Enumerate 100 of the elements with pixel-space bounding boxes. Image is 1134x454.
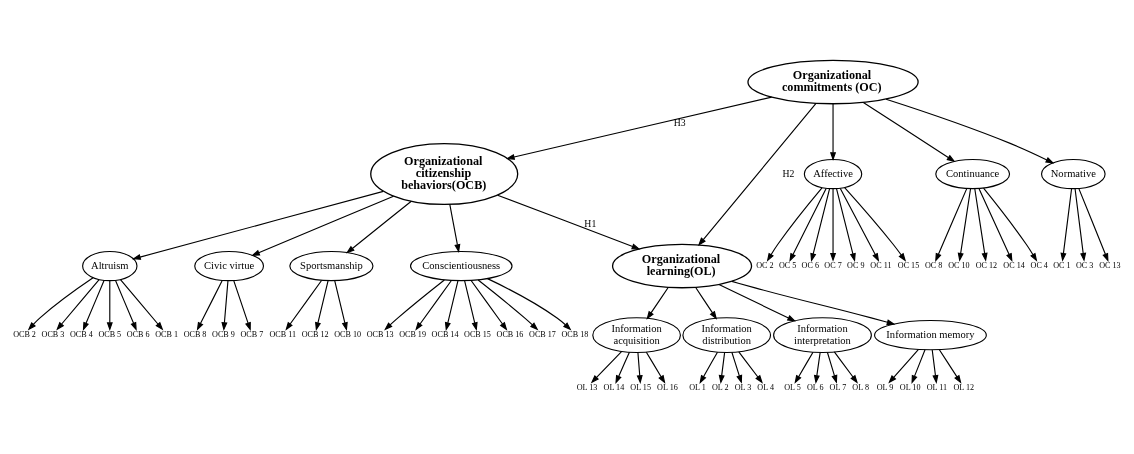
arrow <box>844 187 907 262</box>
arrow <box>615 351 630 384</box>
arrow <box>132 190 384 260</box>
arrow <box>931 349 939 384</box>
arrow <box>1078 188 1109 262</box>
arrow <box>221 280 229 332</box>
arrow <box>731 280 896 326</box>
arrow <box>285 279 323 331</box>
arrow <box>1074 188 1087 262</box>
arrow <box>114 279 137 331</box>
node-text: OCB 10 <box>334 330 362 340</box>
node-text: OC 10 <box>948 261 970 271</box>
node-text: OL 16 <box>657 383 678 393</box>
node-ellipse: Continuance <box>935 158 1011 190</box>
node-text: OCB 6 <box>126 330 150 340</box>
arrow <box>334 280 348 332</box>
arrow <box>56 279 100 331</box>
node-text: OL 10 <box>899 383 921 393</box>
arrow <box>789 188 827 262</box>
node-text: OC 2 <box>756 261 774 271</box>
edge-label: H1 <box>584 217 597 229</box>
arrow <box>957 188 972 262</box>
arrow <box>718 351 726 384</box>
node-text: OCB 19 <box>399 330 426 340</box>
node-text: OC 5 <box>778 261 797 271</box>
node-text: OCB 4 <box>70 330 93 340</box>
arrow <box>315 280 329 332</box>
node-text: OCB 16 <box>496 330 524 340</box>
node-text: OCB 12 <box>301 330 329 340</box>
arrow <box>636 351 643 384</box>
node-ellipse: Affective <box>803 158 863 190</box>
node-text: OL 4 <box>757 383 774 393</box>
node-ellipse: Organizational commitments (OC) <box>747 59 919 105</box>
node-text: OL 8 <box>852 383 869 393</box>
arrow <box>766 187 823 262</box>
arrow <box>119 279 164 331</box>
arrow <box>82 279 105 331</box>
arrow <box>486 278 572 331</box>
node-text: OCB 2 <box>13 330 36 340</box>
node-text: OCB 1 <box>155 330 178 340</box>
node-ellipse: Information distribution <box>682 317 772 354</box>
arrow <box>497 194 641 250</box>
arrow <box>794 351 814 384</box>
node-text: OCB 7 <box>240 330 264 340</box>
node-text: OC 9 <box>847 261 865 271</box>
arrow <box>695 286 718 320</box>
arrow <box>645 351 666 384</box>
node-text: OCB 18 <box>561 330 589 340</box>
arrow <box>935 188 968 262</box>
arrow <box>731 351 743 384</box>
arrow <box>813 351 821 384</box>
node-text: OL 11 <box>926 383 948 393</box>
node-text: OCB 17 <box>529 330 556 340</box>
node-text: OC 6 <box>801 261 819 271</box>
node-text: OL 6 <box>806 383 824 393</box>
arrow <box>826 351 838 384</box>
node-text: OCB 9 <box>212 330 235 340</box>
node-text: OL 15 <box>630 383 651 393</box>
arrow <box>590 350 623 384</box>
node-ellipse: Altruism <box>82 250 138 282</box>
node-text: OL 5 <box>784 383 801 393</box>
arrow <box>938 349 962 384</box>
arrow <box>833 351 858 384</box>
node-text: OL 1 <box>689 383 706 393</box>
arrow <box>106 280 113 332</box>
arrow <box>196 279 223 331</box>
node-text: OCB 13 <box>366 330 394 340</box>
arrow <box>888 348 920 384</box>
node-text: OL 9 <box>876 383 894 393</box>
node-text: OL 13 <box>576 383 598 393</box>
arrow <box>829 103 837 161</box>
node-text: OC 7 <box>824 261 842 271</box>
node-text: OCB 11 <box>269 330 296 340</box>
node-text: OC 12 <box>975 261 998 271</box>
node-ellipse: Information acquisition <box>592 317 681 354</box>
arrow <box>978 188 1013 262</box>
node-ellipse: Sportsmanship <box>289 250 374 282</box>
edge-label: H3 <box>673 117 686 129</box>
arrow <box>384 279 445 331</box>
node-text: OL 7 <box>829 383 847 393</box>
node-text: OC 4 <box>1030 261 1048 271</box>
node-text: OC 8 <box>925 261 943 271</box>
arrow <box>470 279 508 331</box>
node-text: OL 2 <box>711 383 729 393</box>
node-ellipse: Conscientiousness <box>409 250 513 282</box>
node-text: OC 13 <box>1099 261 1121 271</box>
node-text: OC 11 <box>870 261 892 271</box>
arrow <box>415 279 452 331</box>
arrow <box>444 280 459 332</box>
node-text: OC 1 <box>1053 261 1071 271</box>
arrow <box>738 351 763 384</box>
arrow <box>233 280 251 331</box>
arrow <box>885 98 1055 164</box>
arrow <box>911 349 926 384</box>
arrow <box>835 188 856 263</box>
arrow <box>862 101 956 163</box>
arrow <box>974 188 988 262</box>
node-text: OL 14 <box>603 383 625 393</box>
node-text: OC 3 <box>1076 261 1094 271</box>
node-text: OC 15 <box>897 261 920 271</box>
